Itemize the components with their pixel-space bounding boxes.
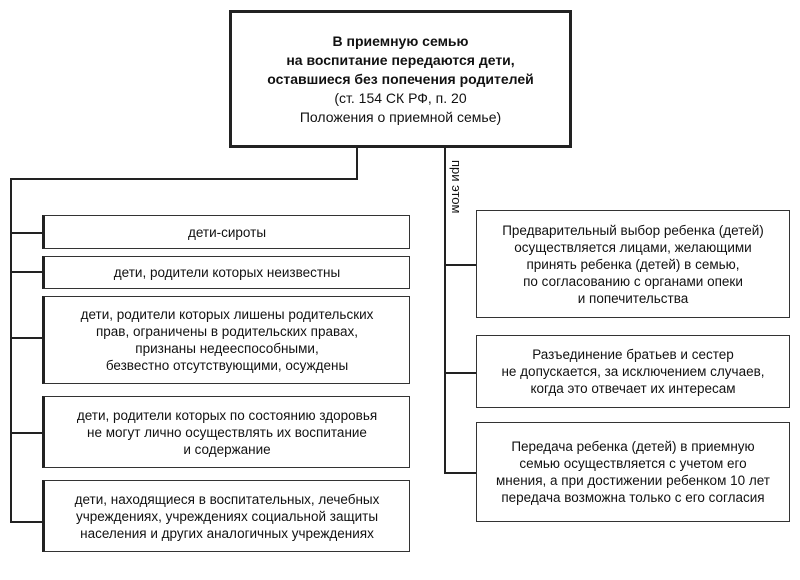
box-text-line: по согласованию с органами опеки [523, 273, 743, 289]
box-text-line: Передача ребенка (детей) в приемную [511, 439, 755, 454]
box-text-line: безвестно отсутствующими, осуждены [105, 358, 349, 373]
reference-line-1: (ст. 154 СК РФ, п. 20 [334, 89, 467, 106]
box-text-line: не могут лично осуществлять их воспитани… [87, 424, 367, 440]
left-box-orphans: дети-сироты [42, 215, 410, 249]
reference-line-2: Положения о приемной семье) [299, 108, 502, 125]
left-box-health: дети, родители которых по состоянию здор… [42, 396, 410, 468]
box-text-line: не допускается, за исключением случаев, [501, 364, 765, 379]
left-branch-1 [10, 232, 42, 234]
box-text-line: признаны недееспособными, [135, 341, 319, 356]
box-text-line: учреждениях, учреждениях социальной защи… [75, 508, 379, 524]
left-branch-2 [10, 271, 42, 273]
box-text-line: семью осуществляется с учетом его [519, 456, 747, 471]
right-branch-1 [444, 264, 476, 266]
box-text-line: Разъединение братьев и сестер [532, 347, 734, 362]
left-trunk-horizontal [10, 178, 357, 180]
right-trunk-vertical [444, 148, 446, 474]
right-branch-3 [444, 472, 476, 474]
box-text-line: дети, родители которых неизвестны [113, 265, 341, 280]
right-box-siblings: Разъединение братьев и сестер не допуска… [476, 335, 790, 408]
box-text-line: осуществляется лицами, желающими [514, 239, 752, 255]
connector-label: при этом [449, 160, 464, 214]
box-text-line: и содержание [183, 441, 271, 457]
left-box-deprived-parents: дети, родители которых лишены родительск… [42, 296, 410, 384]
left-box-institutions: дети, находящиеся в воспитательных, лече… [42, 480, 410, 552]
title-line-1: В приемную семью [332, 32, 469, 49]
box-text-line: мнения, а при достижении ребенком 10 лет [495, 473, 770, 488]
left-branch-5 [10, 521, 42, 523]
right-branch-2 [444, 372, 476, 374]
box-text-line: принять ребенка (детей) в семью, [526, 256, 740, 272]
box-text-line: дети, родители которых по состоянию здор… [76, 407, 378, 423]
left-branch-4 [10, 432, 42, 434]
title-line-3: оставшиеся без попечения родителей [267, 70, 534, 87]
box-text-line: населения и других аналогичных учреждени… [80, 525, 374, 541]
box-text-line: передача возможна только с его согласия [501, 490, 765, 505]
title-line-2: на воспитание передаются дети, [286, 51, 515, 68]
box-text-line: прав, ограничены в родительских правах, [95, 324, 358, 339]
main-title-box: В приемную семью на воспитание передаютс… [229, 10, 572, 148]
box-text-line: дети, находящиеся в воспитательных, лече… [74, 491, 380, 507]
box-text-line: дети, родители которых лишены родительск… [80, 307, 374, 322]
right-box-child-opinion: Передача ребенка (детей) в приемную семь… [476, 422, 790, 522]
left-trunk-vertical [10, 178, 12, 523]
right-box-preselection: Предварительный выбор ребенка (детей) ос… [476, 210, 790, 318]
left-trunk-drop [356, 148, 358, 180]
left-box-unknown-parents: дети, родители которых неизвестны [42, 256, 410, 289]
box-text-line: когда это отвечает их интересам [530, 381, 736, 396]
box-text-line: и попечительства [577, 290, 689, 306]
box-text-line: Предварительный выбор ребенка (детей) [502, 222, 764, 238]
left-branch-3 [10, 337, 42, 339]
box-text-line: дети-сироты [187, 224, 267, 240]
